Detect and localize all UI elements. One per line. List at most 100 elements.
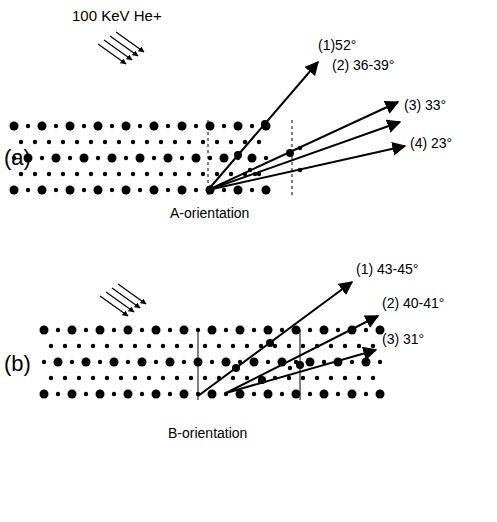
atom-dot [152,326,161,335]
atom-dot [119,344,123,348]
atom-dot [82,188,86,192]
atom-dot [84,328,88,332]
atom-dot [364,392,368,396]
atom-dot [215,172,219,176]
atom-dot [329,376,333,380]
atom-dot [68,326,77,335]
atom-dot [320,390,329,399]
atom-dot [133,376,137,380]
atom-dot [261,120,269,128]
atom-dot [131,140,135,144]
atom-dot [250,358,259,367]
atom-dot [154,360,158,364]
atom-dot [54,358,63,367]
atom-dots [232,120,304,384]
atom-dot [98,360,102,364]
atom-dot [33,172,37,176]
panel-label: (a) [4,146,31,170]
atom-dot [315,376,319,380]
atom-dot [140,392,144,396]
atom-dot [61,140,65,144]
angle-label: (1)52° [318,38,356,53]
atom-dot [161,376,165,380]
atom-dot [40,390,49,399]
lattice-b [40,326,385,399]
atom-dot [56,328,60,332]
atom-dot [187,140,191,144]
atom-dot [301,376,305,380]
atom-dot [350,360,354,364]
atom-dot [75,140,79,144]
atom-dot [68,156,72,160]
atom-dot [220,154,229,163]
atom-dot [288,366,292,370]
atom-dot [96,390,105,399]
atom-dot [232,364,240,372]
angle-label: (2) 36-39° [332,58,394,73]
atom-dot [54,124,58,128]
atom-dot [84,392,88,396]
atom-dot [122,122,131,131]
atom-dot [301,344,305,348]
atom-dot [10,186,19,195]
beam-label: 100 KeV He+ [72,8,162,25]
atom-dot [258,376,266,384]
atom-dot [164,154,173,163]
atom-dot [192,154,201,163]
atom-dot [63,344,67,348]
atom-dot [54,188,58,192]
atom-dot [357,344,361,348]
guide-line [208,120,209,195]
atom-dot [105,344,109,348]
atom-dot [364,328,368,332]
atom-dot [166,124,170,128]
atom-dot [122,186,131,195]
atom-dot [264,390,273,399]
atom-dot [82,124,86,128]
panel-label: (b) [4,352,31,376]
atom-dot [77,344,81,348]
atom-dot [264,156,268,160]
atom-dot [147,376,151,380]
atom-dot [75,172,79,176]
atom-dot [96,156,100,160]
atom-dot [215,140,219,144]
atom-dot [94,122,103,131]
atom-dot [133,344,137,348]
atom-dot [371,344,375,348]
atom-dot [103,140,107,144]
atom-dot [159,140,163,144]
atom-dot [178,122,187,131]
atom-dot [203,344,207,348]
atom-dot [329,344,333,348]
atom-dot [266,339,274,347]
atom-dot [40,326,49,335]
atom-dot [68,390,77,399]
atom-dot [94,186,103,195]
atom-dot [150,186,159,195]
atom-dot [298,168,302,172]
atom-dot [234,186,243,195]
atom-dot [145,172,149,176]
atom-dot [208,326,217,335]
atom-dot [182,360,186,364]
atom-dot [286,149,294,157]
atom-dot [231,376,235,380]
angle-label: (2) 40-41° [382,296,444,311]
atom-dot [201,172,205,176]
atom-dot [10,122,19,131]
atom-dot [252,328,256,332]
atom-dot [66,186,75,195]
atom-dot [280,392,284,396]
atom-dot [343,376,347,380]
atom-dot [343,344,347,348]
atom-dot [136,154,145,163]
atom-dot [138,358,147,367]
atom-dot [89,140,93,144]
atom-dot [376,390,385,399]
atom-dot [222,358,231,367]
atom-dot [91,376,95,380]
atom-dot [210,360,214,364]
atom-dot [42,360,46,364]
